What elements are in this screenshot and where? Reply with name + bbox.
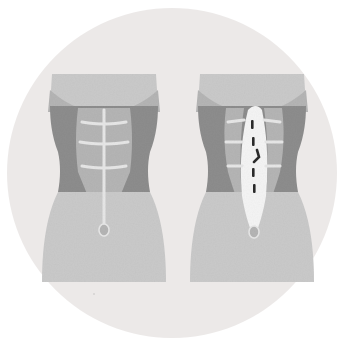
torso-separated (190, 74, 314, 282)
navel (99, 224, 109, 236)
speck (93, 293, 95, 295)
chest-band (198, 74, 306, 106)
navel (249, 226, 259, 238)
chest-band (50, 74, 158, 106)
torso-normal (42, 74, 166, 282)
